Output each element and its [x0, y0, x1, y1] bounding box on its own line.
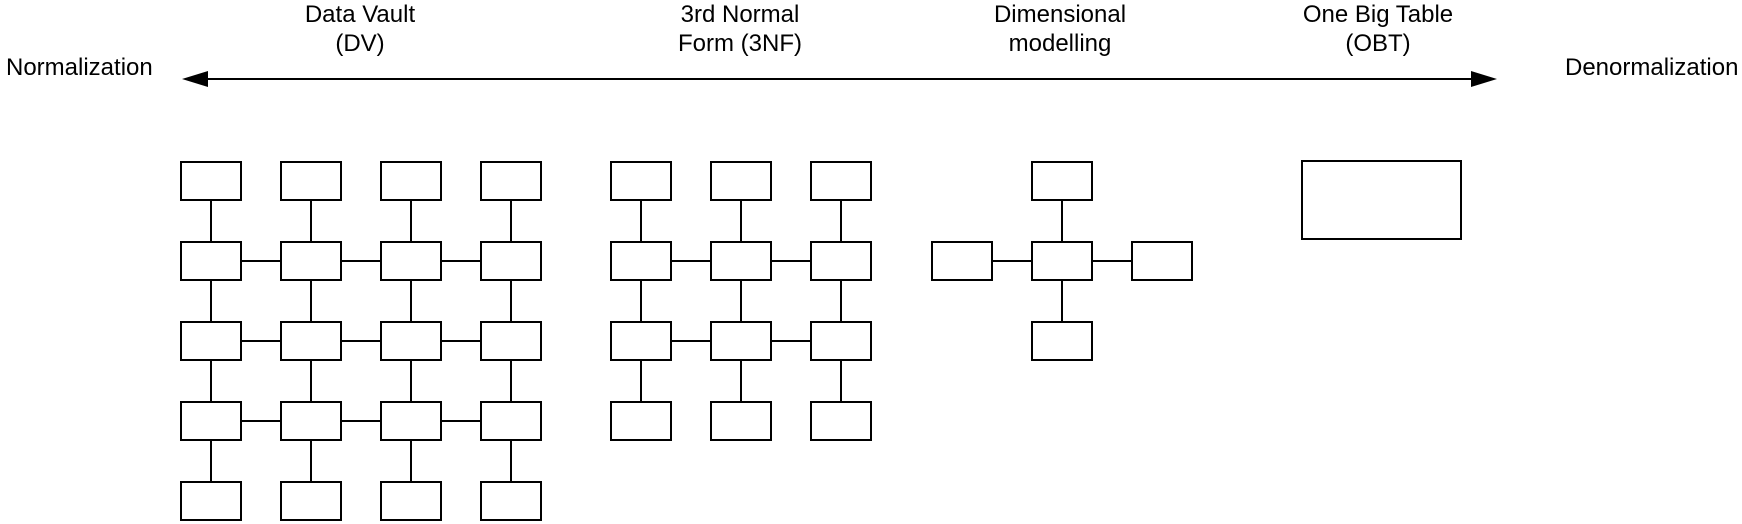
spectrum-label-line: Data Vault — [304, 1, 416, 28]
table-box — [810, 241, 872, 281]
spectrum-label-line: modelling — [1008, 30, 1112, 57]
connector-line — [672, 340, 710, 342]
connector-line — [442, 340, 480, 342]
connector-line — [740, 361, 742, 401]
arrow-right-icon — [1471, 71, 1497, 87]
normalization-label: Normalization — [6, 54, 153, 81]
table-box — [380, 161, 442, 201]
table-box — [380, 321, 442, 361]
table-box — [810, 401, 872, 441]
table-box — [710, 321, 772, 361]
table-box — [610, 161, 672, 201]
connector-line — [442, 260, 480, 262]
spectrum-label-dimensional: Dimensional modelling — [930, 0, 1190, 58]
connector-line — [510, 281, 512, 321]
connector-line — [640, 361, 642, 401]
connector-line — [210, 201, 212, 241]
table-box — [380, 401, 442, 441]
connector-line — [210, 441, 212, 481]
spectrum-label-3nf: 3rd Normal Form (3NF) — [610, 0, 870, 58]
connector-line — [640, 201, 642, 241]
connector-line — [510, 361, 512, 401]
spectrum-label-line: One Big Table — [1302, 1, 1454, 28]
connector-line — [410, 201, 412, 241]
spectrum-arrow-line — [200, 78, 1479, 80]
table-box — [710, 161, 772, 201]
connector-line — [410, 361, 412, 401]
connector-line — [640, 281, 642, 321]
connector-line — [242, 260, 280, 262]
spectrum-label-line: Form (3NF) — [678, 30, 802, 57]
spectrum-label-line: Dimensional — [993, 1, 1127, 28]
table-box — [1031, 161, 1093, 201]
table-box — [180, 481, 242, 521]
table-box — [180, 241, 242, 281]
connector-line — [672, 260, 710, 262]
connector-line — [342, 420, 380, 422]
table-box — [280, 321, 342, 361]
denormalization-label: Denormalization — [1565, 54, 1739, 81]
spectrum-label-obt: One Big Table (OBT) — [1248, 0, 1508, 58]
connector-line — [993, 260, 1031, 262]
connector-line — [840, 201, 842, 241]
spectrum-label-line: (OBT) — [1345, 30, 1411, 57]
table-box — [480, 401, 542, 441]
table-box — [280, 241, 342, 281]
table-box — [180, 401, 242, 441]
table-box — [180, 161, 242, 201]
table-box — [480, 241, 542, 281]
table-box — [480, 481, 542, 521]
table-box — [1131, 241, 1193, 281]
connector-line — [310, 201, 312, 241]
connector-line — [1061, 201, 1063, 241]
connector-line — [410, 441, 412, 481]
table-box — [610, 321, 672, 361]
connector-line — [310, 281, 312, 321]
table-box — [480, 321, 542, 361]
connector-line — [772, 340, 810, 342]
connector-line — [210, 361, 212, 401]
connector-line — [310, 441, 312, 481]
table-box — [280, 481, 342, 521]
table-box — [280, 401, 342, 441]
connector-line — [772, 260, 810, 262]
table-box — [180, 321, 242, 361]
table-box — [610, 401, 672, 441]
table-box — [710, 401, 772, 441]
connector-line — [1061, 281, 1063, 321]
connector-line — [740, 201, 742, 241]
connector-line — [1093, 260, 1131, 262]
arrow-left-icon — [182, 71, 208, 87]
connector-line — [442, 420, 480, 422]
table-box — [710, 241, 772, 281]
connector-line — [242, 340, 280, 342]
connector-line — [342, 340, 380, 342]
table-box — [480, 161, 542, 201]
connector-line — [310, 361, 312, 401]
connector-line — [840, 281, 842, 321]
table-box — [1301, 160, 1462, 240]
connector-line — [342, 260, 380, 262]
spectrum-label-line: 3rd Normal — [680, 1, 800, 28]
table-box — [280, 161, 342, 201]
table-box — [1031, 321, 1093, 361]
connector-line — [740, 281, 742, 321]
table-box — [810, 321, 872, 361]
table-box — [810, 161, 872, 201]
table-box — [610, 241, 672, 281]
connector-line — [510, 201, 512, 241]
connector-line — [510, 441, 512, 481]
table-box — [931, 241, 993, 281]
connector-line — [410, 281, 412, 321]
table-box — [380, 481, 442, 521]
spectrum-label-data-vault: Data Vault (DV) — [230, 0, 490, 58]
table-box — [1031, 241, 1093, 281]
connector-line — [242, 420, 280, 422]
table-box — [380, 241, 442, 281]
spectrum-label-line: (DV) — [335, 30, 385, 57]
connector-line — [840, 361, 842, 401]
connector-line — [210, 281, 212, 321]
